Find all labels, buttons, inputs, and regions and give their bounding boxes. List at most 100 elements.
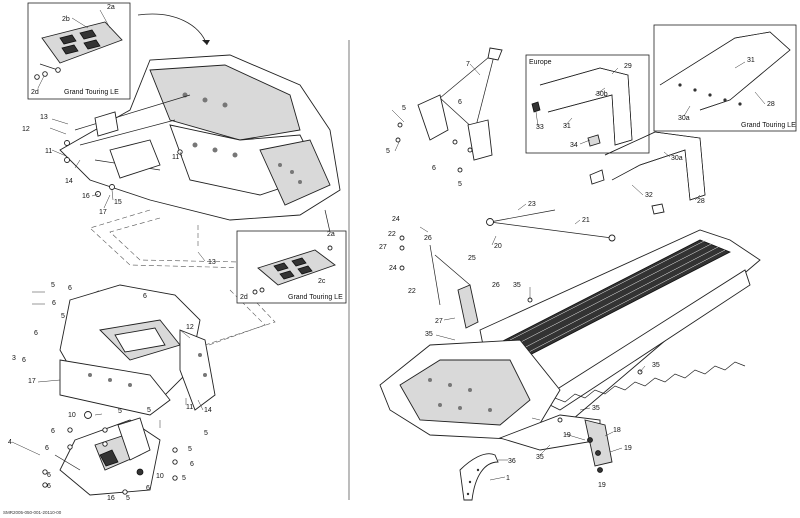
callout-12: 12 bbox=[186, 324, 194, 331]
callout-35: 35 bbox=[592, 405, 600, 412]
callout-5: 5 bbox=[402, 105, 406, 112]
callout-29: 29 bbox=[624, 63, 632, 70]
callout-11: 11 bbox=[172, 154, 179, 161]
frame-assembly-lower bbox=[42, 284, 216, 496]
callout-11: 11 bbox=[186, 404, 193, 411]
callout-4: 4 bbox=[8, 439, 12, 446]
callout-35: 35 bbox=[652, 362, 660, 369]
callout-2a: 2a bbox=[107, 4, 115, 11]
callout-5: 5 bbox=[182, 475, 186, 482]
callout-16: 16 bbox=[107, 495, 115, 502]
callout-10: 10 bbox=[156, 473, 164, 480]
callout-21: 21 bbox=[582, 217, 590, 224]
callout-34: 34 bbox=[570, 142, 578, 149]
callout-5: 5 bbox=[386, 148, 390, 155]
callout-3: 3 bbox=[12, 355, 16, 362]
callout-28: 28 bbox=[697, 198, 705, 205]
callout-10: 10 bbox=[68, 412, 76, 419]
callout-19: 19 bbox=[598, 482, 606, 489]
suspension-arms bbox=[399, 209, 616, 329]
callout-2b: 2b bbox=[62, 16, 70, 23]
inset-europe: Europe bbox=[525, 54, 650, 154]
inset-grand-touring-le-mid-left: Grand Touring LE bbox=[236, 230, 347, 304]
inset-label: Europe bbox=[529, 59, 552, 66]
callout-5: 5 bbox=[126, 495, 130, 502]
rear-tunnel bbox=[379, 229, 761, 473]
callout-31: 31 bbox=[563, 123, 571, 130]
callout-36: 36 bbox=[508, 458, 516, 465]
callout-2c: 2c bbox=[318, 278, 326, 285]
callout-12: 12 bbox=[22, 126, 30, 133]
callout-2a: 2a bbox=[327, 231, 335, 238]
callout-32: 32 bbox=[645, 192, 653, 199]
lower-guard bbox=[459, 453, 499, 501]
callout-5: 5 bbox=[458, 181, 462, 188]
callout-33: 33 bbox=[536, 124, 544, 131]
callout-22: 22 bbox=[408, 288, 416, 295]
callout-7: 7 bbox=[466, 61, 470, 68]
callout-17: 17 bbox=[99, 209, 107, 216]
callout-6: 6 bbox=[22, 357, 26, 364]
callout-6: 6 bbox=[190, 461, 194, 468]
inset-grand-touring-le-top-left: Grand Touring LE bbox=[27, 2, 131, 100]
callout-18: 18 bbox=[613, 427, 621, 434]
inset-arrow bbox=[137, 13, 208, 46]
callout-11: 11 bbox=[45, 148, 52, 155]
callout-30a: 30a bbox=[671, 155, 683, 162]
callout-16: 16 bbox=[82, 193, 90, 200]
callout-35: 35 bbox=[425, 331, 433, 338]
callout-14: 14 bbox=[204, 407, 212, 414]
callout-15: 15 bbox=[114, 199, 122, 206]
callout-31: 31 bbox=[747, 57, 755, 64]
callout-5: 5 bbox=[147, 407, 151, 414]
rear-bumper bbox=[589, 131, 706, 215]
callout-6: 6 bbox=[432, 165, 436, 172]
inset-label: Grand Touring LE bbox=[288, 294, 343, 301]
callout-17: 17 bbox=[28, 378, 36, 385]
callout-6: 6 bbox=[34, 330, 38, 337]
callout-5: 5 bbox=[118, 408, 122, 415]
callout-6: 6 bbox=[68, 285, 72, 292]
callout-6: 6 bbox=[45, 445, 49, 452]
inset-label: Grand Touring LE bbox=[64, 89, 119, 96]
callout-6: 6 bbox=[52, 300, 56, 307]
callout-5: 5 bbox=[204, 430, 208, 437]
callout-26: 26 bbox=[492, 282, 500, 289]
callout-6: 6 bbox=[47, 472, 51, 479]
callout-19: 19 bbox=[563, 432, 571, 439]
callout-5: 5 bbox=[61, 313, 65, 320]
callout-2d: 2d bbox=[240, 294, 248, 301]
callout-13: 13 bbox=[208, 259, 216, 266]
callout-24: 24 bbox=[392, 216, 400, 223]
callout-19: 19 bbox=[624, 445, 632, 452]
callout-1: 1 bbox=[506, 475, 510, 482]
document-id: SMR2005-050-001-20110-00 bbox=[3, 510, 62, 515]
steering-column bbox=[395, 47, 503, 173]
callout-22: 22 bbox=[388, 231, 396, 238]
callout-35: 35 bbox=[513, 282, 521, 289]
callout-20: 20 bbox=[494, 243, 502, 250]
frame-assembly-upper bbox=[59, 54, 341, 233]
callout-5: 5 bbox=[51, 282, 55, 289]
callout-23: 23 bbox=[528, 201, 536, 208]
callout-13: 13 bbox=[40, 114, 48, 121]
callout-28: 28 bbox=[767, 101, 775, 108]
callout-26: 26 bbox=[424, 235, 432, 242]
callout-35: 35 bbox=[536, 454, 544, 461]
callout-5: 5 bbox=[188, 446, 192, 453]
callout-14: 14 bbox=[65, 178, 73, 185]
callout-25: 25 bbox=[468, 255, 476, 262]
callout-6: 6 bbox=[146, 485, 150, 492]
callout-6: 6 bbox=[51, 428, 55, 435]
inset-grand-touring-le-right: Grand Touring LE bbox=[653, 24, 797, 132]
callout-6: 6 bbox=[458, 99, 462, 106]
inset-label: Grand Touring LE bbox=[741, 122, 796, 129]
callout-30a: 30a bbox=[678, 115, 690, 122]
callout-6: 6 bbox=[143, 293, 147, 300]
leader-lines bbox=[11, 61, 766, 481]
callout-27: 27 bbox=[379, 244, 387, 251]
callout-24: 24 bbox=[389, 265, 397, 272]
callout-30b: 30b bbox=[596, 91, 608, 98]
callout-2d: 2d bbox=[31, 89, 39, 96]
